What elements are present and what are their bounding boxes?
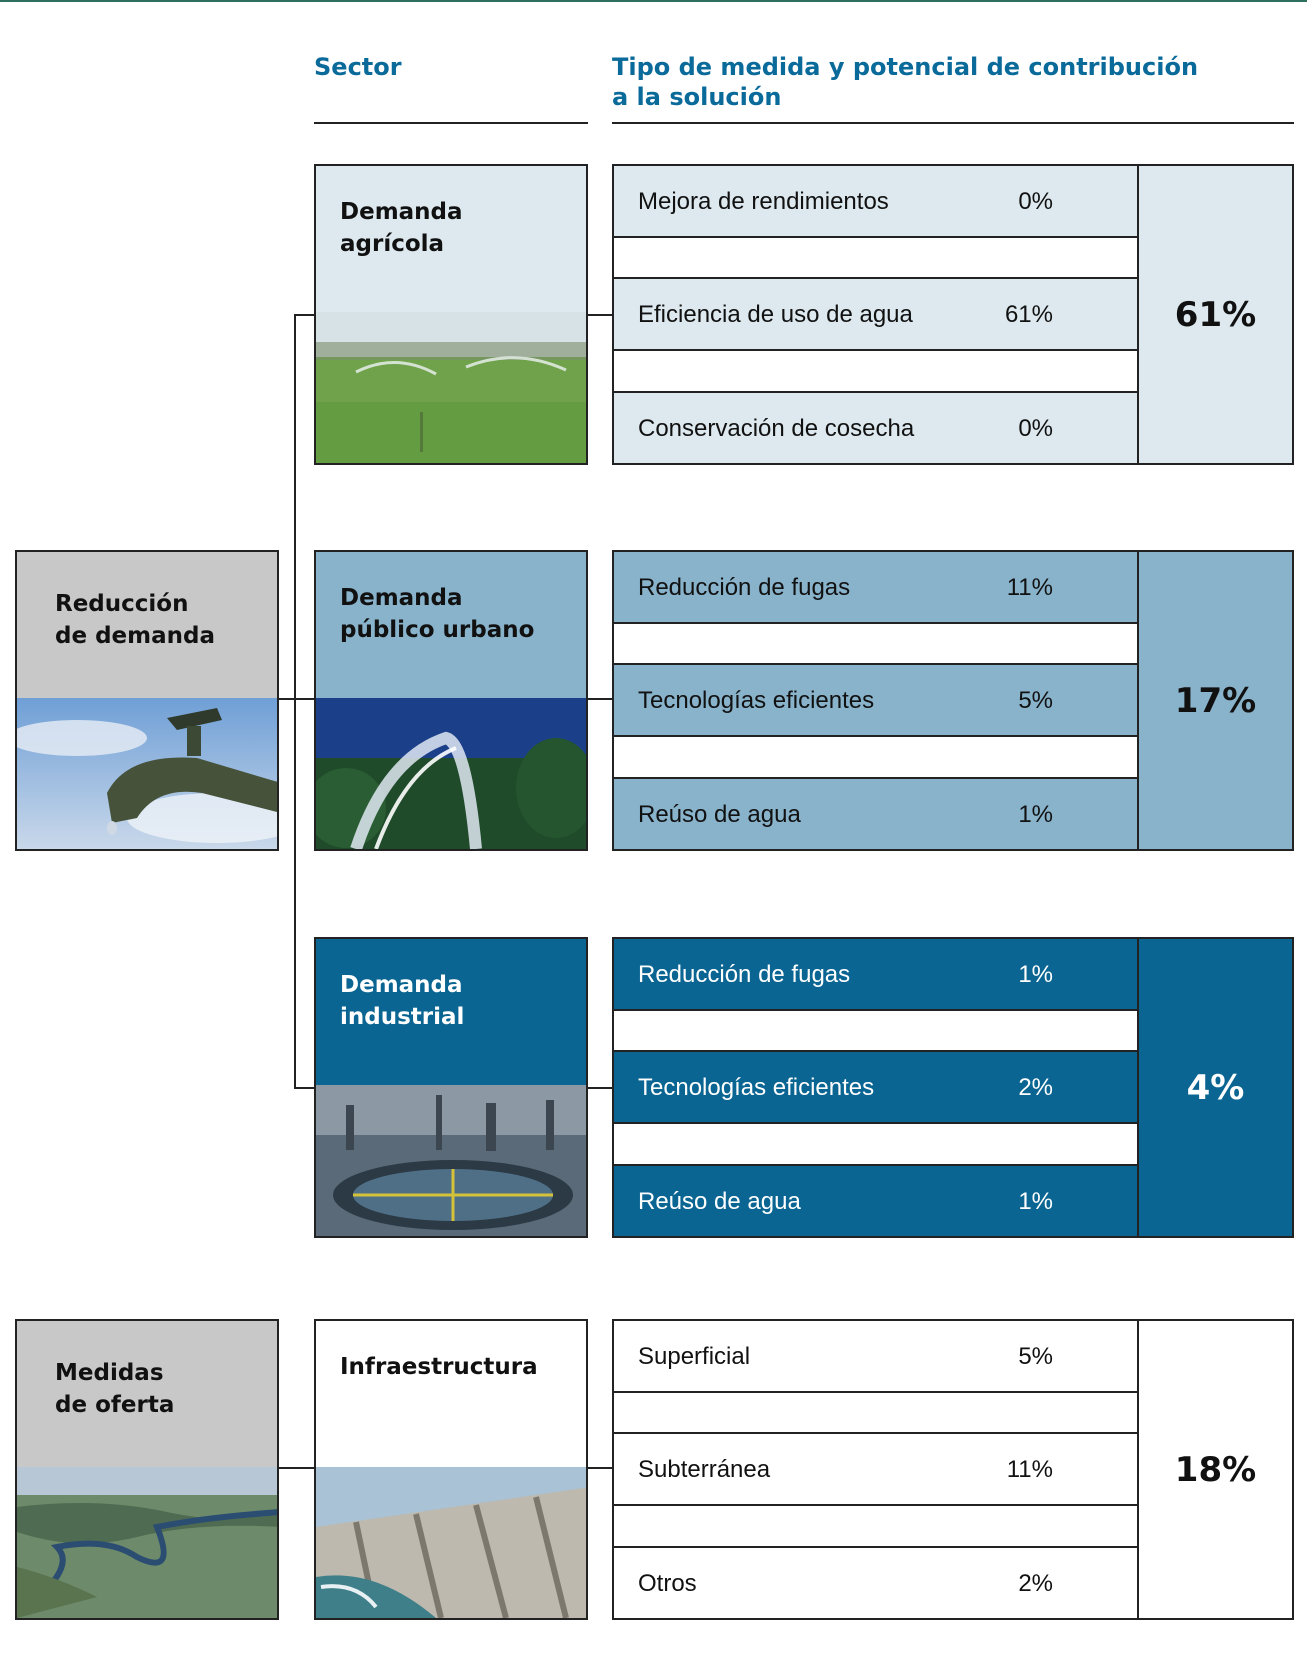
- water-jet-photo: [316, 698, 586, 849]
- header-measure: Tipo de medida y potencial de contribuci…: [612, 52, 1198, 112]
- measure-item: Tecnologías eficientes 5%: [612, 663, 1139, 737]
- measure-item: Otros 2%: [612, 1546, 1139, 1620]
- irrigation-photo: [316, 312, 586, 463]
- measure-item: Superficial 5%: [612, 1319, 1139, 1393]
- river-image: [17, 1467, 277, 1618]
- sector-label: Demanda agrícola: [340, 199, 463, 257]
- measure-name: Tecnologías eficientes: [638, 1074, 875, 1101]
- measure-pct: 11%: [1006, 574, 1053, 601]
- sector-total: 17%: [1137, 550, 1294, 851]
- category-reduccion-demanda: Reducción de demanda: [15, 550, 279, 851]
- industrial-plant-photo: [316, 1085, 586, 1236]
- measure-item: Eficiencia de uso de agua 61%: [612, 277, 1139, 351]
- header-measure-rule: [612, 122, 1294, 124]
- sector-total: 18%: [1137, 1319, 1294, 1620]
- sector-demanda-industrial: Demanda industrial: [314, 937, 588, 1238]
- sector-total: 61%: [1137, 164, 1294, 465]
- measure-item: Conservación de cosecha 0%: [612, 391, 1139, 465]
- top-rule: [0, 0, 1307, 2]
- header-sector: Sector: [314, 53, 402, 81]
- sector-infraestructura: Infraestructura: [314, 1319, 588, 1620]
- connector-oferta-to-infra: [279, 1467, 314, 1469]
- measure-pct: 2%: [1018, 1074, 1053, 1101]
- header-sector-rule: [314, 122, 588, 124]
- connector-vertical-main: [294, 314, 296, 1088]
- measure-item: Tecnologías eficientes 2%: [612, 1050, 1139, 1124]
- sector-demanda-publico-urbano: Demanda público urbano: [314, 550, 588, 851]
- measure-item: Reducción de fugas 11%: [612, 550, 1139, 624]
- measure-name: Reúso de agua: [638, 801, 801, 828]
- header-measure-line1: Tipo de medida y potencial de contribuci…: [612, 53, 1199, 81]
- sector-label: Demanda público urbano: [340, 585, 535, 643]
- measure-pct: 61%: [1004, 301, 1053, 328]
- bracket-link-urbano: [588, 698, 612, 700]
- category-label: Medidas de oferta: [55, 1360, 175, 1418]
- faucet-image: [17, 698, 277, 849]
- measure-item: Reducción de fugas 1%: [612, 937, 1139, 1011]
- irrigation-image: [316, 312, 586, 463]
- measure-name: Superficial: [638, 1343, 751, 1370]
- measure-pct: 5%: [1018, 1343, 1053, 1370]
- measure-name: Conservación de cosecha: [638, 415, 915, 442]
- category-label: Reducción de demanda: [55, 591, 215, 649]
- measure-name: Mejora de rendimientos: [638, 188, 889, 215]
- measure-item: Mejora de rendimientos 0%: [612, 164, 1139, 238]
- river-photo: [17, 1467, 277, 1618]
- measure-name: Subterránea: [638, 1456, 771, 1483]
- header-measure-line2: a la solución: [612, 83, 782, 111]
- measure-item: Reúso de agua 1%: [612, 777, 1139, 851]
- measure-pct: 0%: [1018, 188, 1053, 215]
- measure-item: Reúso de agua 1%: [612, 1164, 1139, 1238]
- bracket-link-infraestructura: [588, 1467, 612, 1469]
- sector-label: Demanda industrial: [340, 972, 465, 1030]
- measure-pct: 0%: [1018, 415, 1053, 442]
- dam-photo: [316, 1467, 586, 1618]
- connector-category-to-urbano: [279, 698, 314, 700]
- measure-name: Eficiencia de uso de agua: [638, 301, 913, 328]
- measure-pct: 1%: [1018, 1188, 1053, 1215]
- measure-name: Reducción de fugas: [638, 574, 851, 601]
- water-jet-image: [316, 698, 586, 849]
- sector-total: 4%: [1137, 937, 1294, 1238]
- dam-image: [316, 1467, 586, 1618]
- measure-name: Tecnologías eficientes: [638, 687, 875, 714]
- measure-pct: 1%: [1018, 961, 1053, 988]
- measure-pct: 2%: [1018, 1570, 1053, 1597]
- bracket-link-agricola: [588, 314, 612, 316]
- measure-item: Subterránea 11%: [612, 1432, 1139, 1506]
- sector-label: Infraestructura: [340, 1354, 538, 1380]
- measure-pct: 5%: [1018, 687, 1053, 714]
- connector-to-industrial: [294, 1087, 314, 1089]
- connector-to-agricola: [294, 314, 314, 316]
- bracket-link-industrial: [588, 1087, 612, 1089]
- measure-name: Reúso de agua: [638, 1188, 801, 1215]
- measure-pct: 11%: [1006, 1456, 1053, 1483]
- category-medidas-oferta: Medidas de oferta: [15, 1319, 279, 1620]
- measure-pct: 1%: [1018, 801, 1053, 828]
- industrial-plant-image: [316, 1085, 586, 1236]
- measure-name: Reducción de fugas: [638, 961, 851, 988]
- sector-demanda-agricola: Demanda agrícola: [314, 164, 588, 465]
- measure-name: Otros: [638, 1570, 697, 1597]
- faucet-photo: [17, 698, 277, 849]
